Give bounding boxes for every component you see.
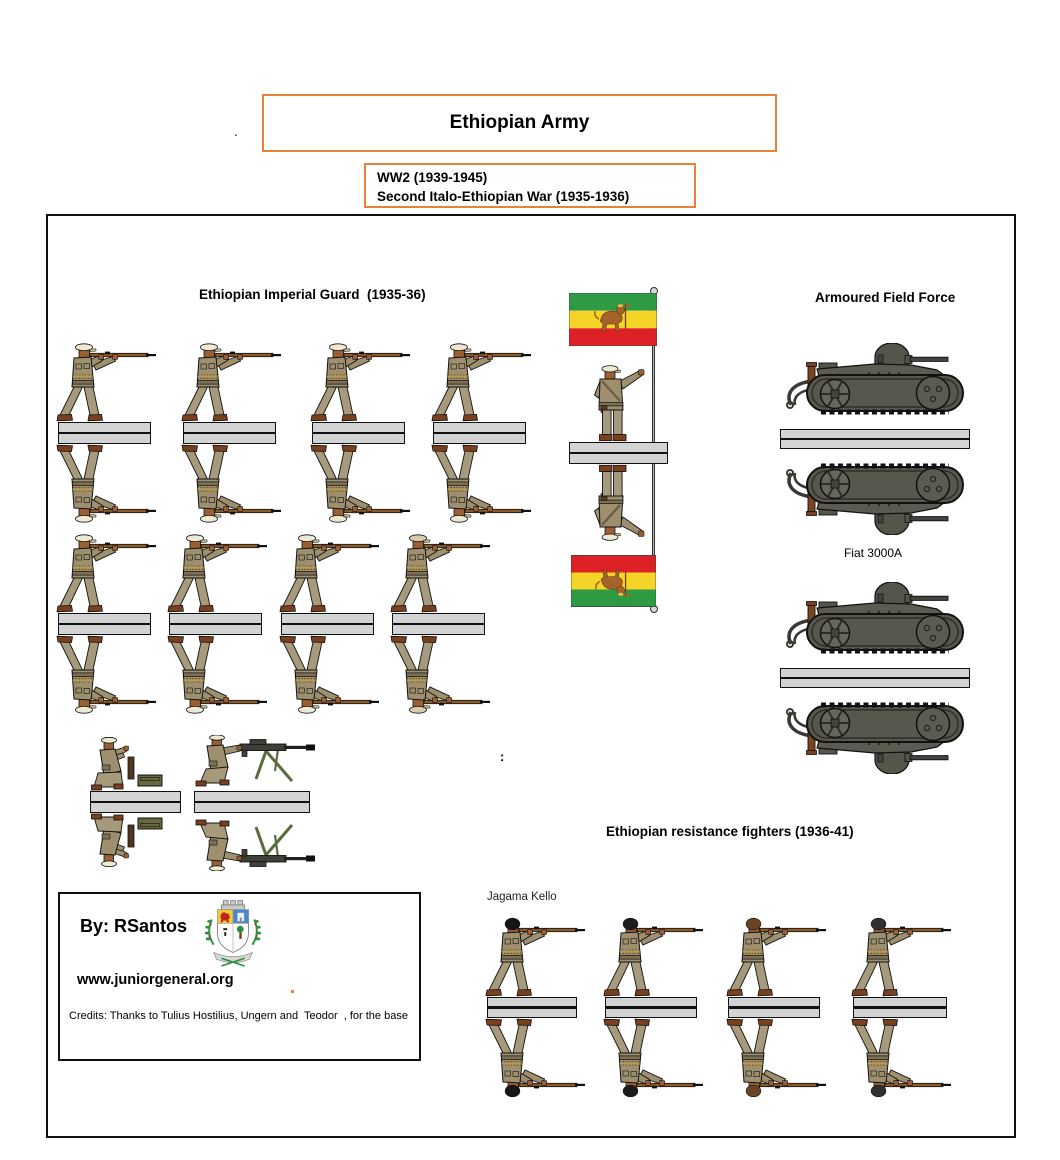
figure-base bbox=[780, 429, 970, 449]
figure-base bbox=[281, 613, 374, 635]
rifleman-figure bbox=[56, 533, 160, 613]
figure-base bbox=[569, 442, 668, 464]
title-box: Ethiopian Army bbox=[262, 94, 777, 152]
resistance-fighter-figure bbox=[485, 917, 589, 997]
fiat-3000a-tank-unit bbox=[779, 582, 975, 774]
rifleman-figure bbox=[167, 533, 271, 613]
rifleman-unit bbox=[390, 533, 494, 715]
machine-gunner-figure bbox=[192, 735, 322, 793]
ammo-loader-figure-mirrored bbox=[88, 813, 188, 867]
resistance-fighter-unit bbox=[603, 917, 707, 1099]
rifleman-figure bbox=[431, 342, 535, 422]
fiat-3000a-tank-mirrored bbox=[779, 688, 975, 774]
resistance-fighter-figure bbox=[726, 917, 830, 997]
rifleman-unit bbox=[310, 342, 414, 524]
rifleman-figure bbox=[181, 342, 285, 422]
page-title: Ethiopian Army bbox=[449, 112, 590, 133]
fiat-3000a-tank bbox=[779, 343, 975, 429]
resistance-heading: Ethiopian resistance fighters (1936-41) bbox=[606, 824, 854, 839]
rifleman-figure bbox=[56, 342, 160, 422]
stray-colon: : bbox=[500, 749, 505, 764]
fiat-3000a-tank-unit bbox=[779, 343, 975, 535]
ammo-loader-unit bbox=[88, 737, 188, 869]
credits-box: By: RSantos www.juniorgeneral.org Credit… bbox=[58, 892, 421, 1061]
ethiopian-flag-mirrored bbox=[571, 555, 656, 607]
figure-base bbox=[780, 668, 970, 688]
rifleman-unit bbox=[167, 533, 271, 715]
figure-base bbox=[853, 997, 947, 1018]
rifleman-figure-mirrored bbox=[279, 635, 383, 715]
author-credit: By: RSantos bbox=[80, 916, 188, 936]
resistance-fighter-unit bbox=[851, 917, 955, 1099]
rifleman-unit bbox=[279, 533, 383, 715]
ethiopian-flag bbox=[569, 293, 657, 346]
resistance-fighter-figure bbox=[603, 917, 707, 997]
flag-bearer-figure-mirrored bbox=[564, 464, 664, 541]
resistance-fighter-unit bbox=[726, 917, 830, 1099]
resistance-fighter-figure-mirrored bbox=[726, 1018, 830, 1098]
subtitle-box: WW2 (1939-1945) Second Italo-Ethiopian W… bbox=[364, 163, 696, 208]
jagama-kello-label: Jagama Kello bbox=[487, 891, 557, 903]
subtitle-line-2: Second Italo-Ethiopian War (1935-1936) bbox=[377, 189, 630, 204]
rifleman-figure bbox=[310, 342, 414, 422]
rifleman-figure-mirrored bbox=[310, 444, 414, 524]
rifleman-unit bbox=[56, 533, 160, 715]
figure-base bbox=[728, 997, 820, 1018]
flag-bearer-figure bbox=[564, 365, 664, 442]
rifleman-figure bbox=[279, 533, 383, 613]
figure-base bbox=[58, 613, 151, 635]
subtitle-line-1: WW2 (1939-1945) bbox=[377, 170, 488, 185]
rifleman-figure-mirrored bbox=[181, 444, 285, 524]
rifleman-figure-mirrored bbox=[56, 635, 160, 715]
figure-base bbox=[487, 997, 577, 1018]
imperial-guard-heading: Ethiopian Imperial Guard (1935-36) bbox=[199, 287, 426, 302]
coat-of-arms-icon bbox=[202, 898, 264, 970]
rifleman-figure-mirrored bbox=[390, 635, 494, 715]
website-link: www.juniorgeneral.org bbox=[77, 972, 234, 988]
fiat-3000a-tank-mirrored bbox=[779, 449, 975, 535]
figure-base bbox=[58, 422, 151, 444]
ammo-loader-figure bbox=[88, 737, 188, 791]
rifleman-unit bbox=[56, 342, 160, 524]
resistance-fighter-figure-mirrored bbox=[485, 1018, 589, 1098]
figure-base bbox=[312, 422, 405, 444]
rifleman-figure bbox=[390, 533, 494, 613]
sheet-frame bbox=[46, 214, 1016, 1138]
figure-base bbox=[194, 791, 310, 813]
figure-base bbox=[392, 613, 485, 635]
resistance-fighter-figure-mirrored bbox=[603, 1018, 707, 1098]
rifleman-figure-mirrored bbox=[431, 444, 535, 524]
armoured-heading: Armoured Field Force bbox=[815, 290, 956, 305]
figure-base bbox=[90, 791, 181, 813]
resistance-fighter-figure bbox=[851, 917, 955, 997]
credits-line: Credits: Thanks to Tulius Hostilius, Ung… bbox=[69, 1010, 408, 1022]
fiat-3000a-label: Fiat 3000A bbox=[843, 546, 903, 560]
flag-bearer-unit bbox=[561, 287, 671, 617]
figure-base bbox=[183, 422, 276, 444]
figure-base bbox=[605, 997, 697, 1018]
resistance-fighter-figure-mirrored bbox=[851, 1018, 955, 1098]
figure-base bbox=[169, 613, 262, 635]
rifleman-unit bbox=[431, 342, 535, 524]
stray-dot: . bbox=[234, 124, 238, 139]
rifleman-figure-mirrored bbox=[167, 635, 271, 715]
rifleman-figure-mirrored bbox=[56, 444, 160, 524]
fiat-3000a-tank bbox=[779, 582, 975, 668]
rifleman-unit bbox=[181, 342, 285, 524]
figure-base bbox=[433, 422, 526, 444]
resistance-fighter-unit bbox=[485, 917, 589, 1099]
stray-orange-dot bbox=[291, 990, 294, 993]
machine-gunner-unit bbox=[192, 735, 322, 871]
machine-gunner-figure-mirrored bbox=[192, 813, 322, 871]
